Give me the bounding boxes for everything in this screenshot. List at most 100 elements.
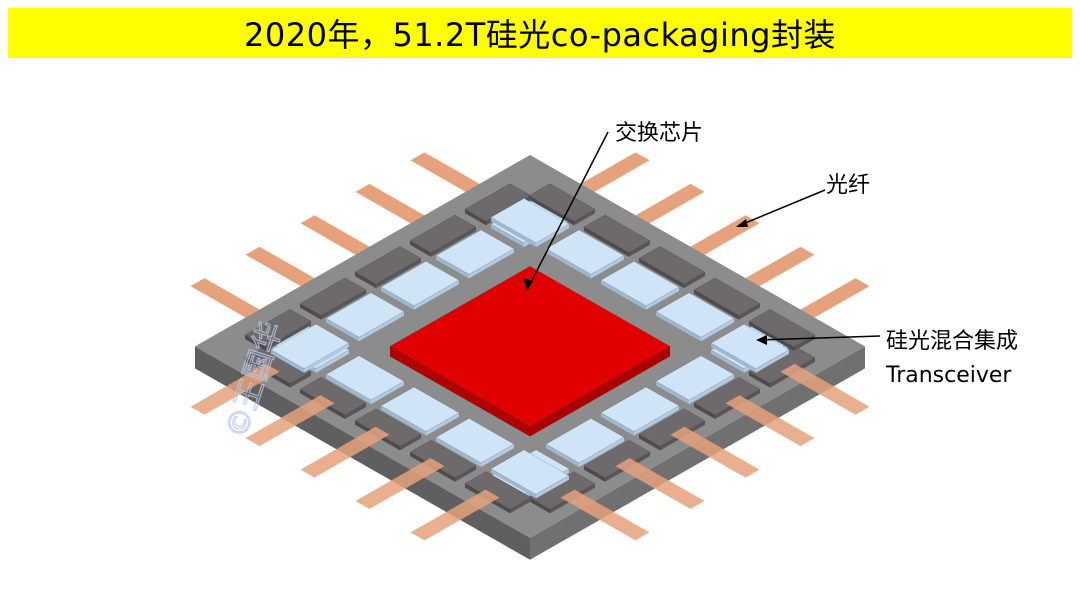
substrate-side-left <box>195 346 530 560</box>
transceiver-sw-2-side-right <box>634 405 679 436</box>
transceiver-leader <box>757 335 881 341</box>
fiber-arrowhead <box>736 219 748 227</box>
transceiver-sw-3-side-right <box>579 437 624 467</box>
coupler-nw-1-top <box>409 214 477 254</box>
transceiver-ne-0-side-right <box>536 224 569 247</box>
coupler-se-2-top <box>354 408 422 447</box>
components <box>244 183 816 514</box>
title: 2020年，51.2T硅光co-packaging封装 <box>244 16 836 54</box>
coupler-se-0-side-right <box>290 371 311 388</box>
coupler-ne-2-side-left <box>639 258 684 289</box>
coupler-se-1-top <box>299 376 367 416</box>
coupler-ne-3-top <box>693 277 761 317</box>
transceiver-se-1-side-right <box>371 381 404 405</box>
transceiver-sw-1-side-left <box>656 381 689 405</box>
coupler-se-2-side-right <box>400 434 421 451</box>
transceiver-ne-4-side-right <box>756 349 789 373</box>
coupler-ne-4-top <box>748 308 816 348</box>
fiber-bottomright-2 <box>300 426 390 478</box>
fiber-bottomleft-2 <box>670 426 760 478</box>
coupler-ne-1-side-right <box>629 240 650 257</box>
coupler-nw-3-top <box>299 277 367 317</box>
coupler-nw-3-side-right <box>321 289 366 320</box>
switch-chip-side-right <box>530 346 670 437</box>
coupler-ne-2-top <box>638 245 706 285</box>
coupler-ne-3-side-left <box>694 289 739 320</box>
coupler-nw-4-side-left <box>245 335 266 351</box>
coupler-nw-4-top <box>244 308 312 348</box>
coupler-se-3-top <box>409 439 477 479</box>
substrate-side-right <box>530 346 865 560</box>
transceiver-nw-4-side-left <box>271 349 304 373</box>
transceiver-nw-1-side-right <box>469 248 514 279</box>
fiber-bottomright-0 <box>190 363 280 415</box>
coupler-sw-1-top <box>693 376 761 416</box>
transceiver-ne-0-side-left <box>491 217 536 247</box>
switch-chip-side-left <box>390 346 530 437</box>
annotations: 交换芯片 光纤 硅光混合集成 Transceiver <box>523 121 1018 388</box>
transceiver-sw-3-side-left <box>546 444 579 467</box>
transceiver-label-cn: 硅光混合集成 <box>886 329 1018 354</box>
transceiver-ne-3-side-right <box>701 318 734 342</box>
coupler-nw-2-side-right <box>376 258 421 289</box>
transceiver-se-1-side-left <box>326 374 371 405</box>
transceiver-nw-0-side-left <box>491 224 524 247</box>
coupler-ne-0-top <box>528 183 596 222</box>
switch-chip-leader <box>526 131 609 291</box>
fiber-bottomright-1 <box>245 395 335 447</box>
fiber-bottomleft-1 <box>725 395 815 447</box>
transceiver-arrowhead <box>756 335 767 345</box>
coupler-se-4-top <box>464 471 532 510</box>
coupler-sw-2-top <box>638 408 706 447</box>
coupler-sw-0-side-left <box>749 371 770 388</box>
fiber-bottomleft-3 <box>615 458 705 509</box>
transceiver-nw-1-top <box>435 229 515 275</box>
transceiver-ne-1-side-left <box>546 248 591 279</box>
fiber-label: 光纤 <box>826 173 870 198</box>
coupler-nw-1-side-left <box>410 240 431 257</box>
title-bar: 2020年，51.2T硅光co-packaging封装 <box>8 8 1072 58</box>
transceiver-se-2-side-right <box>426 412 459 436</box>
transceiver-label-en: Transceiver <box>885 363 1012 388</box>
transceiver-nw-2-top <box>380 260 460 307</box>
transceiver-se-3-side-right <box>481 444 514 467</box>
transceiver-nw-3-top <box>325 292 405 338</box>
fiber-bottomright-3 <box>355 458 445 509</box>
switch-chip-top <box>389 265 671 427</box>
coupler-ne-3-side-right <box>739 303 760 320</box>
coupler-nw-1-side-right <box>431 227 476 257</box>
coupler-sw-3-side-left <box>584 465 605 482</box>
transceiver-nw-4-top <box>270 323 350 370</box>
fiber-leader <box>737 189 826 227</box>
fiber-bottomleft-0 <box>780 363 870 415</box>
fibers-front <box>190 363 870 541</box>
transceiver-ne-3-side-left <box>656 311 701 342</box>
coupler-se-4-side-right <box>510 497 531 514</box>
coupler-ne-0-side-left <box>529 195 574 226</box>
transceiver-se-3-side-left <box>436 437 481 467</box>
transceiver-se-4-top <box>490 449 570 495</box>
switch-chip-arrowhead <box>523 278 533 290</box>
coupler-ne-1-side-left <box>584 227 629 257</box>
coupler-ne-2-side-right <box>684 272 705 289</box>
switch-chip-label: 交换芯片 <box>615 121 703 146</box>
transceiver-ne-1-top <box>545 229 625 275</box>
coupler-sw-2-side-left <box>639 434 660 451</box>
transceiver-ne-4-side-left <box>711 343 756 373</box>
transceiver-ne-4-top <box>710 323 790 370</box>
transceiver-se-1-top <box>325 355 405 401</box>
transceiver-sw-3-top <box>545 417 625 464</box>
coupler-nw-2-top <box>354 245 422 285</box>
fiber-bottomright-4 <box>410 489 500 541</box>
coupler-ne-0-side-right <box>574 209 595 226</box>
transceiver-sw-0-side-left <box>711 349 744 373</box>
coupler-sw-4-side-left <box>529 497 550 514</box>
transceiver-se-4-side-left <box>491 468 536 499</box>
transceiver-se-0-side-right <box>316 349 349 373</box>
fiber-bottomleft-4 <box>560 489 650 541</box>
transceiver-ne-2-side-left <box>601 280 646 310</box>
transceiver-sw-2-top <box>600 386 680 433</box>
coupler-nw-0-side-left <box>465 209 486 226</box>
coupler-nw-4-side-right <box>266 321 311 351</box>
